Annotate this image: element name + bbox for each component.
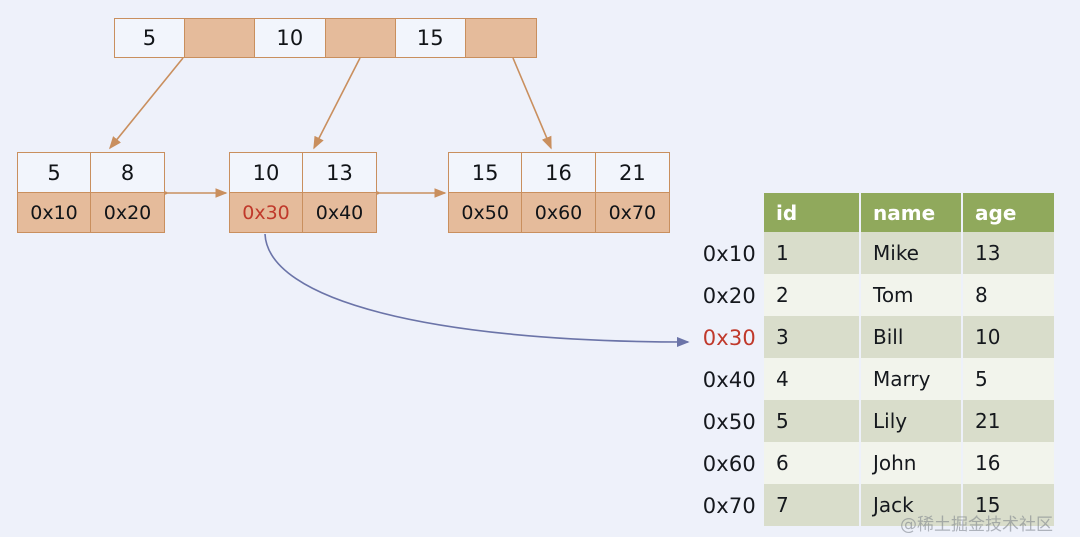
root-pointer-cell-0 — [185, 19, 256, 57]
cell-id: 4 — [764, 358, 859, 400]
cell-age: 5 — [963, 358, 1054, 400]
cell-age: 8 — [963, 274, 1054, 316]
leaf-3-address-2: 0x70 — [608, 201, 657, 224]
table-row: 7 Jack 15 — [764, 484, 1054, 526]
root-internal-node: 5 10 15 — [114, 18, 537, 58]
table-row: 6 John 16 — [764, 442, 1054, 484]
leaf-node-2-addresses: 0x30 0x40 — [230, 193, 376, 232]
cell-name: Lily — [861, 400, 961, 442]
leaf-2-key-0: 10 — [230, 153, 303, 192]
table-header-row: id name age — [764, 193, 1054, 232]
root-pointer-cell-1 — [325, 19, 396, 57]
leaf-3-key-2: 21 — [618, 160, 646, 185]
root-key-cell-1: 10 — [255, 19, 326, 57]
leaf-node-1-keys: 5 8 — [18, 153, 164, 193]
leaf-1-key-1: 8 — [120, 160, 135, 185]
address-label-0x30: 0x30 — [702, 326, 756, 350]
leaf-1-address-1: 0x20 — [103, 201, 152, 224]
cell-age: 16 — [963, 442, 1054, 484]
address-label-0x20: 0x20 — [702, 284, 756, 308]
cell-age: 13 — [963, 232, 1054, 274]
cell-id: 7 — [764, 484, 859, 526]
cell-age: 10 — [963, 316, 1054, 358]
cell-id: 2 — [764, 274, 859, 316]
leaf-2-key-1: 13 — [326, 160, 353, 185]
edge-root-to-leaf-1 — [108, 57, 184, 150]
column-header-name: name — [861, 193, 961, 232]
leaf-node-2: 10 13 0x30 0x40 — [229, 152, 377, 233]
data-table: id name age 1 Mike 13 2 Tom 8 3 Bill 10 — [762, 193, 1056, 526]
table-row: 5 Lily 21 — [764, 400, 1054, 442]
edge-root-to-leaf-2 — [313, 57, 361, 150]
cell-name: Marry — [861, 358, 961, 400]
address-label-0x50: 0x50 — [702, 410, 756, 434]
leaf-3-address-0: 0x50 — [449, 193, 523, 232]
cell-id: 1 — [764, 232, 859, 274]
cell-id: 3 — [764, 316, 859, 358]
leaf-3-key-0: 15 — [449, 153, 523, 192]
edge-root-to-leaf-3 — [512, 57, 552, 150]
leaf-node-3-keys: 15 16 21 — [449, 153, 669, 193]
leaf-node-2-keys: 10 13 — [230, 153, 376, 193]
address-label-0x60: 0x60 — [702, 452, 756, 476]
address-label-0x40: 0x40 — [702, 368, 756, 392]
cell-name: Mike — [861, 232, 961, 274]
table-row: 4 Marry 5 — [764, 358, 1054, 400]
table-row: 2 Tom 8 — [764, 274, 1054, 316]
address-label-0x10: 0x10 — [702, 242, 756, 266]
cell-name: Jack — [861, 484, 961, 526]
cell-age: 15 — [963, 484, 1054, 526]
leaf-node-3-addresses: 0x50 0x60 0x70 — [449, 193, 669, 232]
leaf-node-1-addresses: 0x10 0x20 — [18, 193, 164, 232]
leaf-node-3: 15 16 21 0x50 0x60 0x70 — [448, 152, 670, 233]
leaf-2-address-0: 0x30 — [230, 193, 303, 232]
leaf-3-address-1: 0x60 — [522, 193, 596, 232]
address-label-0x70: 0x70 — [702, 494, 756, 518]
table-row: 1 Mike 13 — [764, 232, 1054, 274]
column-header-id: id — [764, 193, 859, 232]
leaf-1-address-0: 0x10 — [18, 193, 91, 232]
cell-name: Tom — [861, 274, 961, 316]
cell-age: 21 — [963, 400, 1054, 442]
leaf-3-key-1: 16 — [522, 153, 596, 192]
root-key-cell-0: 5 — [115, 19, 186, 57]
address-gutter: 0x10 0x20 0x30 0x40 0x50 0x60 0x70 — [610, 234, 756, 534]
cell-id: 5 — [764, 400, 859, 442]
leaf-2-address-1: 0x40 — [315, 201, 364, 224]
table-row: 3 Bill 10 — [764, 316, 1054, 358]
leaf-node-1: 5 8 0x10 0x20 — [17, 152, 165, 233]
root-pointer-cell-2 — [465, 19, 537, 57]
column-header-age: age — [963, 193, 1054, 232]
cell-name: Bill — [861, 316, 961, 358]
cell-id: 6 — [764, 442, 859, 484]
root-key-cell-2: 15 — [395, 19, 466, 57]
leaf-1-key-0: 5 — [18, 153, 91, 192]
cell-name: John — [861, 442, 961, 484]
